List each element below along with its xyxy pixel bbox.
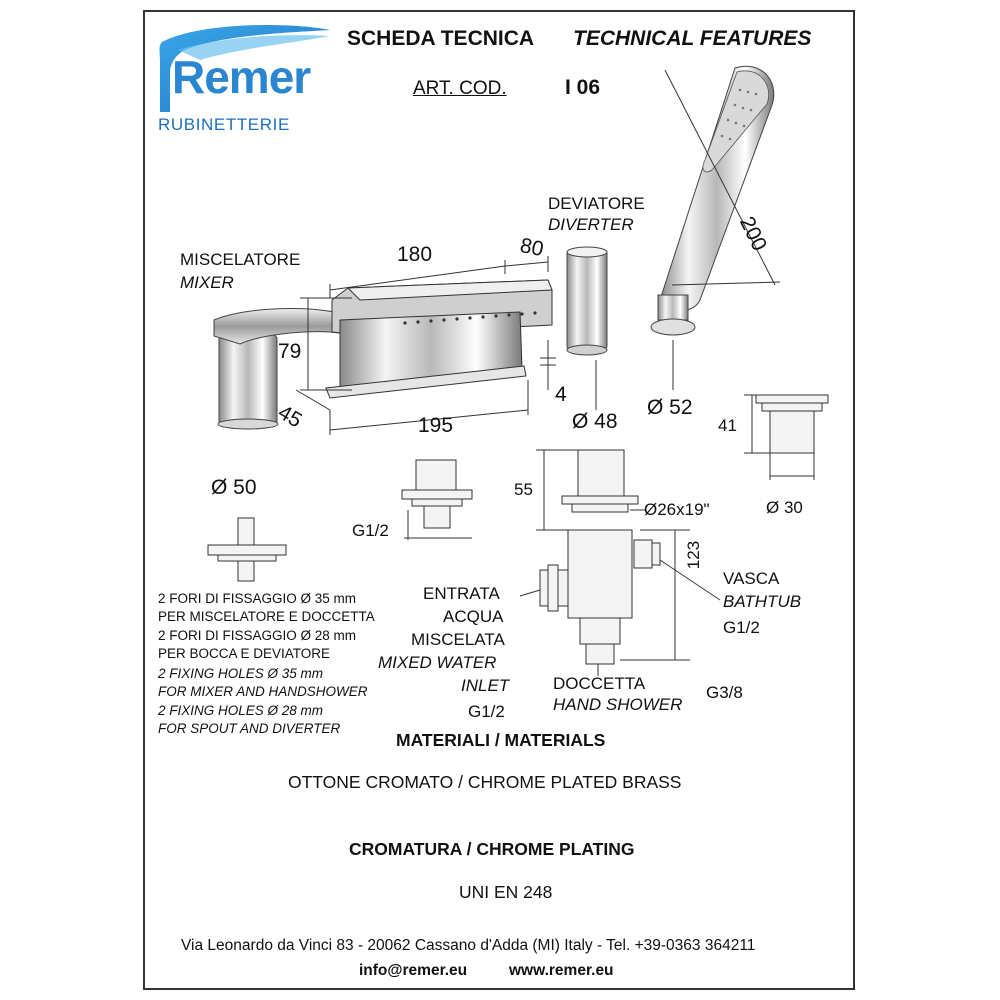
materials-heading: MATERIALI / MATERIALS	[396, 730, 606, 750]
art-code-label: ART. COD.	[413, 78, 507, 99]
dim-d50: Ø 50	[211, 476, 257, 499]
dim-55: 55	[514, 480, 533, 499]
bathtub-label-it: VASCA	[723, 569, 780, 588]
dim-80: 80	[517, 233, 546, 262]
inlet-label-2: ACQUA	[443, 607, 504, 626]
fixing-note-7: 2 FIXING HOLES Ø 28 mm	[158, 703, 324, 718]
art-code-value: I 06	[565, 76, 601, 99]
dim-d52: Ø 52	[647, 396, 693, 419]
dim-d26: Ø26x19"	[644, 500, 710, 519]
diverter-drawing	[566, 246, 608, 356]
diverter-label-it: DEVIATORE	[548, 194, 645, 213]
fixing-note-6: FOR MIXER AND HANDSHOWER	[158, 684, 368, 699]
fixing-note-8: FOR SPOUT AND DIVERTER	[158, 721, 341, 736]
mixer-label-en: MIXER	[180, 273, 234, 292]
fixing-note-1: 2 FORI DI FISSAGGIO Ø 35 mm	[158, 591, 357, 606]
dimension-lines-bottom	[404, 394, 815, 676]
inlet-thread: G1/2	[468, 702, 505, 721]
bathtub-thread: G1/2	[723, 618, 760, 637]
fixing-parts	[207, 394, 829, 665]
title-italian: SCHEDA TECNICA	[347, 27, 535, 50]
spout-thread: G1/2	[352, 521, 389, 540]
spout-drawing	[325, 279, 553, 399]
title-english: TECHNICAL FEATURES	[573, 27, 812, 50]
fixing-note-5: 2 FIXING HOLES Ø 35 mm	[158, 666, 324, 681]
mixer-drawing	[213, 308, 353, 430]
diverter-label-en: DIVERTER	[548, 215, 634, 234]
dimension-lines-top	[295, 69, 781, 435]
dim-41: 41	[718, 416, 737, 435]
footer-email[interactable]: info@remer.eu	[359, 962, 468, 979]
hand-shower-drawing	[650, 65, 775, 336]
bathtub-label-en: BATHTUB	[723, 592, 802, 611]
plating-heading: CROMATURA / CHROME PLATING	[349, 839, 635, 859]
inlet-label-1: ENTRATA	[423, 584, 500, 603]
logo-mark	[159, 25, 330, 112]
inlet-label-3: MISCELATA	[411, 630, 505, 649]
footer-address: Via Leonardo da Vinci 83 - 20062 Cassano…	[181, 937, 756, 954]
dim-d48: Ø 48	[572, 410, 618, 433]
logo-subtitle: RUBINETTERIE	[158, 115, 290, 134]
shower-label-it: DOCCETTA	[553, 674, 646, 693]
dim-123: 123	[684, 540, 704, 570]
shower-thread: G3/8	[706, 683, 743, 702]
logo-brand: Remer	[172, 51, 311, 103]
fixing-note-3: 2 FORI DI FISSAGGIO Ø 28 mm	[158, 628, 357, 643]
dim-79: 79	[278, 340, 302, 363]
dim-d30: Ø 30	[766, 498, 803, 517]
shower-label-en: HAND SHOWER	[553, 695, 683, 714]
inlet-label-en-2: INLET	[461, 676, 510, 695]
fixing-note-2: PER MISCELATORE E DOCCETTA	[158, 609, 375, 624]
mixer-label-it: MISCELATORE	[180, 250, 301, 269]
footer-website[interactable]: www.remer.eu	[509, 962, 614, 979]
inlet-label-en-1: MIXED WATER	[378, 653, 497, 672]
dim-180: 180	[397, 243, 433, 266]
materials-value: OTTONE CROMATO / CHROME PLATED BRASS	[288, 772, 682, 792]
fixing-note-4: PER BOCCA E DEVIATORE	[158, 646, 331, 661]
dim-195: 195	[418, 414, 454, 437]
dim-4: 4	[555, 383, 567, 406]
plating-value: UNI EN 248	[459, 882, 553, 902]
